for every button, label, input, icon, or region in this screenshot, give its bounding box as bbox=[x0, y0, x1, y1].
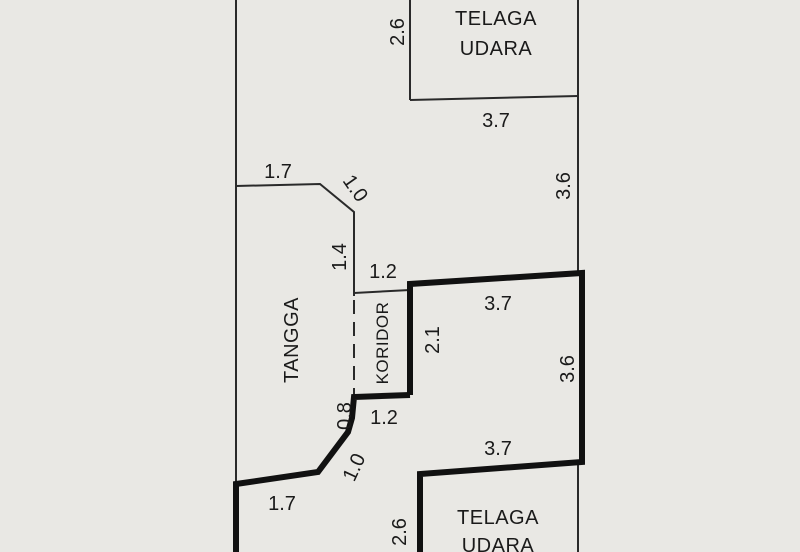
corridor-top-wall bbox=[353, 289, 411, 294]
dim-air-well-top-width: 3.7 bbox=[482, 110, 510, 132]
dim-room-top-width: 3.7 bbox=[484, 293, 512, 315]
air-well-top-label-line1: TELAGA bbox=[455, 8, 537, 30]
dim-corridor-right-height: 2.1 bbox=[422, 326, 444, 354]
air-well-bottom-label-line2: UDARA bbox=[462, 535, 535, 552]
air-well-top-label-line2: UDARA bbox=[460, 38, 533, 60]
room-thick-wall bbox=[407, 269, 585, 552]
dim-room-bottom-width: 3.7 bbox=[484, 438, 512, 460]
air-well-top-bottom-wall bbox=[409, 95, 579, 101]
dim-corridor-bottom-width: 1.2 bbox=[370, 407, 398, 429]
dim-stair-bottom-width: 1.7 bbox=[268, 493, 296, 515]
corridor-label: KORIDOR bbox=[373, 302, 392, 385]
dim-corridor-top-width: 1.2 bbox=[369, 261, 397, 283]
dim-air-well-top-height: 2.6 bbox=[387, 18, 409, 46]
dim-stair-upper-height: 1.4 bbox=[329, 243, 351, 271]
dim-stair-lower-step: 0.8 bbox=[334, 402, 356, 430]
stair-outline bbox=[235, 182, 355, 296]
dim-room-right-height: 3.6 bbox=[557, 355, 579, 383]
dim-upper-right-height: 3.6 bbox=[553, 172, 575, 200]
dim-stair-bottom-chamfer: 1.0 bbox=[339, 450, 371, 485]
stairs-label: TANGGA bbox=[281, 297, 303, 383]
dim-stair-top-chamfer: 1.0 bbox=[338, 171, 372, 206]
dim-stair-top-width: 1.7 bbox=[264, 161, 292, 183]
dim-air-well-bottom-height: 2.6 bbox=[389, 518, 411, 546]
air-well-bottom-label-line1: TELAGA bbox=[457, 507, 539, 529]
stair-thick-wall bbox=[233, 392, 411, 552]
